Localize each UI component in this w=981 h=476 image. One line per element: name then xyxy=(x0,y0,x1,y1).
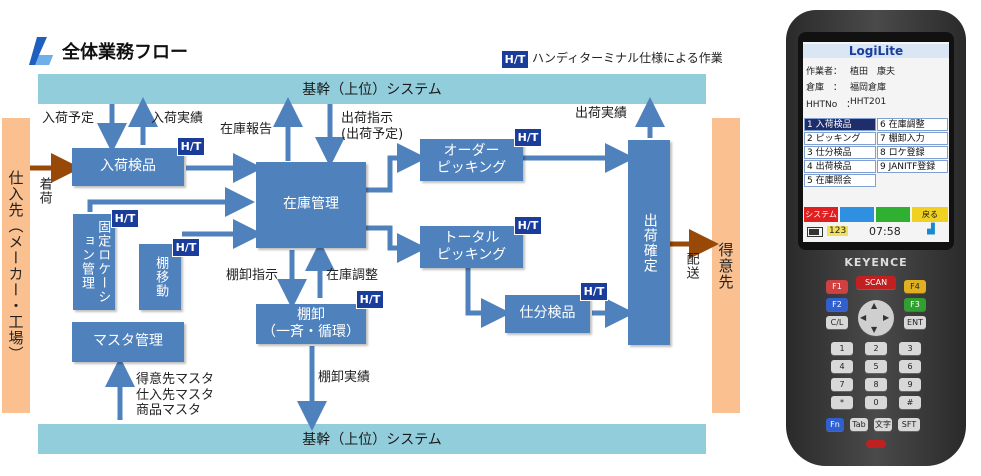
key-f3[interactable]: F3 xyxy=(904,298,926,311)
ht-badge-order-picking: H/T xyxy=(514,128,542,147)
label-stock-adjust: 在庫調整 xyxy=(326,268,379,283)
key-star[interactable]: * xyxy=(831,396,853,409)
legend-text: ハンディターミナル仕様による作業 xyxy=(532,51,723,65)
legend-ht-badge: H/T xyxy=(501,50,529,69)
key-f1[interactable]: F1 xyxy=(826,280,848,293)
label-stock-report: 在庫報告 xyxy=(220,122,273,137)
clock: 07:58 xyxy=(869,225,901,238)
menu-item-4[interactable]: 4 出荷検品 xyxy=(804,160,876,173)
customer-label: 得意先 xyxy=(716,241,735,290)
key-0[interactable]: 0 xyxy=(865,396,887,409)
dpad-left-icon: ◀ xyxy=(860,313,867,322)
hht-number: HHT201 xyxy=(850,97,887,107)
menu-item-3[interactable]: 3 仕分検品 xyxy=(804,146,876,159)
key-sft[interactable]: SFT xyxy=(898,418,920,431)
menu-item-8[interactable]: 8 ロケ登録 xyxy=(877,146,948,159)
order-picking-box: オーダー ピッキング xyxy=(420,139,523,181)
label-arrival-plan: 入荷予定 xyxy=(42,111,95,126)
supplier-label: 仕入先（メーカー・工場） xyxy=(6,169,25,362)
ht-badge-receiving: H/T xyxy=(177,137,205,156)
fixed-location-box: 固定ロケーション管理 xyxy=(73,214,115,310)
title-logo-icon xyxy=(27,35,57,67)
key-f2[interactable]: F2 xyxy=(826,298,848,311)
signal-icon: ▟ xyxy=(927,224,935,235)
menu-item-5[interactable]: 5 在庫照会 xyxy=(804,174,876,187)
key-3[interactable]: 3 xyxy=(899,342,921,355)
dpad[interactable]: ▲ ▼ ◀ ▶ xyxy=(858,300,894,336)
worker-label: 作業者： xyxy=(806,67,843,77)
menu-item-1[interactable]: 1 入荷検品 xyxy=(804,118,876,131)
hht-label: HHTNo ： xyxy=(806,100,856,110)
key-2[interactable]: 2 xyxy=(865,342,887,355)
label-arrival-result: 入荷実績 xyxy=(151,111,204,126)
app-title: LogiLite xyxy=(803,44,949,58)
label-ship-result: 出荷実績 xyxy=(575,106,628,121)
warehouse-label: 倉庫 ： xyxy=(806,83,843,93)
softkey-back[interactable]: 戻る xyxy=(912,207,948,222)
dpad-down-icon: ▼ xyxy=(871,325,878,334)
key-kana[interactable]: 文字 xyxy=(874,418,892,431)
input-mode: 123 xyxy=(827,226,849,236)
receiving-inspection-box: 入荷検品 xyxy=(72,148,184,186)
key-4[interactable]: 4 xyxy=(831,360,853,373)
label-arrival: 着荷 xyxy=(36,177,52,205)
power-button[interactable] xyxy=(866,440,886,448)
menu-item-9[interactable]: 9 JANITF登録 xyxy=(877,160,948,173)
key-clear[interactable]: C/L xyxy=(826,316,848,329)
ht-badge-stocktake: H/T xyxy=(356,290,384,309)
battery-icon xyxy=(807,227,823,237)
label-masters: 得意先マスタ 仕入先マスタ 商品マスタ xyxy=(136,372,215,419)
ht-badge-shelf-move: H/T xyxy=(172,238,200,257)
dpad-up-icon: ▲ xyxy=(871,301,878,310)
bottom-system-label: 基幹（上位）システム xyxy=(302,432,442,448)
stocktake-box: 棚卸 （一斉・循環） xyxy=(256,304,366,344)
key-scan[interactable]: SCAN xyxy=(856,276,896,289)
key-1[interactable]: 1 xyxy=(831,342,853,355)
customer-bar: 得意先 xyxy=(712,118,740,413)
key-9[interactable]: 9 xyxy=(899,378,921,391)
key-f4[interactable]: F4 xyxy=(904,280,926,293)
brand-logo: KEYENCE xyxy=(844,256,908,269)
softkey-blue[interactable] xyxy=(840,207,874,222)
key-8[interactable]: 8 xyxy=(865,378,887,391)
menu-item-7[interactable]: 7 棚卸入力 xyxy=(877,132,948,145)
label-delivery: 配送 xyxy=(683,252,699,280)
master-box: マスタ管理 xyxy=(72,322,184,362)
key-6[interactable]: 6 xyxy=(899,360,921,373)
top-system-label: 基幹（上位）システム xyxy=(302,82,442,98)
key-tab[interactable]: Tab xyxy=(850,418,868,431)
ht-badge-fixed-location: H/T xyxy=(111,209,139,228)
bottom-system-band: 基幹（上位）システム xyxy=(38,424,706,454)
page-title: 全体業務フロー xyxy=(62,42,188,63)
handheld-terminal: LogiLite 作業者： 植田 康夫 倉庫 ： 福岡倉庫 HHTNo ： HH… xyxy=(786,10,966,466)
softkey-green[interactable] xyxy=(876,207,910,222)
dpad-right-icon: ▶ xyxy=(883,313,890,322)
label-ship-instruction: 出荷指示 (出荷予定) xyxy=(341,111,404,142)
warehouse-name: 福岡倉庫 xyxy=(850,83,887,93)
inventory-management-box: 在庫管理 xyxy=(256,162,366,248)
device-screen: LogiLite 作業者： 植田 康夫 倉庫 ： 福岡倉庫 HHTNo ： HH… xyxy=(803,42,949,242)
key-7[interactable]: 7 xyxy=(831,378,853,391)
key-5[interactable]: 5 xyxy=(865,360,887,373)
ht-badge-total-picking: H/T xyxy=(514,216,542,235)
menu-item-2[interactable]: 2 ピッキング xyxy=(804,132,876,145)
key-fn[interactable]: Fn xyxy=(826,418,844,431)
sort-inspection-box: 仕分検品 xyxy=(505,295,590,333)
supplier-bar: 仕入先（メーカー・工場） xyxy=(2,118,30,413)
shipping-confirm-box: 出荷確定 xyxy=(628,140,670,345)
key-enter[interactable]: ENT xyxy=(904,316,926,329)
label-stocktake-result: 棚卸実績 xyxy=(318,370,371,385)
label-stocktake-instruction: 棚卸指示 xyxy=(226,268,279,283)
ht-badge-sort-inspection: H/T xyxy=(580,282,608,301)
key-hash[interactable]: # xyxy=(899,396,921,409)
total-picking-box: トータル ピッキング xyxy=(420,226,523,268)
softkey-system[interactable]: システム xyxy=(804,207,838,222)
worker-name: 植田 康夫 xyxy=(850,67,896,77)
menu-item-6[interactable]: 6 在庫調整 xyxy=(877,118,948,131)
